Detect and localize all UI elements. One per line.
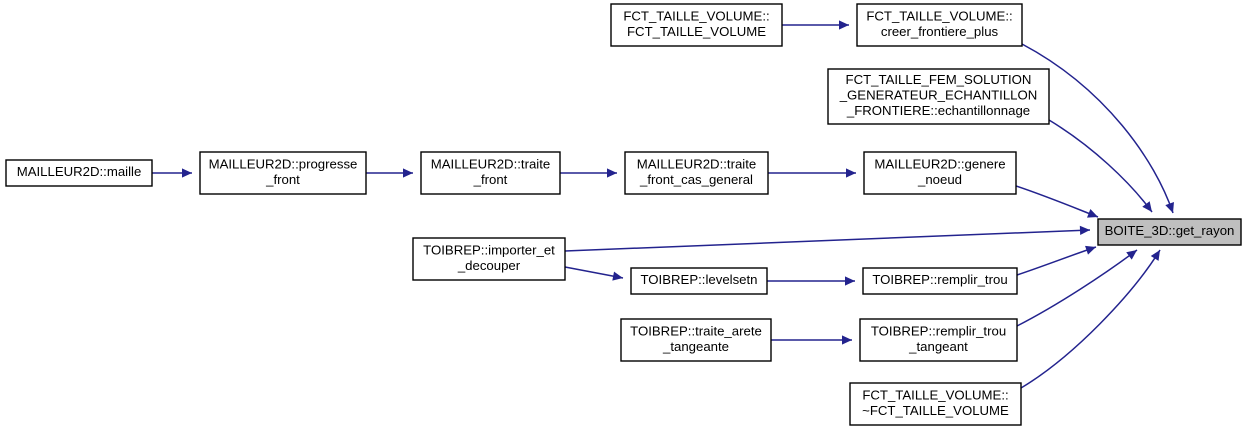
graph-node[interactable]: MAILLEUR2D::traite_front_cas_general (624, 151, 769, 195)
node-label-line: _decouper (457, 258, 521, 273)
graph-node[interactable]: MAILLEUR2D::maille (5, 159, 153, 187)
nodes-layer: MAILLEUR2D::mailleMAILLEUR2D::progresse_… (5, 3, 1242, 426)
node-label-line: ~FCT_TAILLE_VOLUME (862, 403, 1009, 418)
node-box[interactable] (859, 318, 1018, 362)
node-label: TOIBREP::remplir_trou_tangeant (871, 324, 1006, 355)
graph-node[interactable]: FCT_TAILLE_FEM_SOLUTION_GENERATEUR_ECHAN… (827, 68, 1050, 125)
call-edge (152, 168, 192, 178)
node-label: MAILLEUR2D::maille (17, 164, 142, 179)
node-box[interactable] (420, 151, 561, 195)
node-label: MAILLEUR2D::genere_noeud (874, 157, 1005, 188)
node-label: TOIBREP::importer_et_decouper (423, 243, 555, 274)
node-label-line: MAILLEUR2D::maille (17, 164, 142, 179)
graph-node[interactable]: TOIBREP::levelsetn (630, 267, 768, 295)
node-box[interactable] (630, 267, 768, 295)
node-label: MAILLEUR2D::traite_front_cas_general (637, 157, 756, 188)
graph-node[interactable]: MAILLEUR2D::traite_front (420, 151, 561, 195)
node-box[interactable] (620, 318, 772, 362)
node-label: BOITE_3D::get_rayon (1105, 223, 1235, 238)
node-label: MAILLEUR2D::progresse_front (209, 157, 358, 188)
node-box[interactable] (849, 382, 1022, 426)
node-label-line: _front_cas_general (639, 172, 753, 187)
node-label-line: TOIBREP::remplir_trou (872, 272, 1007, 287)
node-label: TOIBREP::traite_arete_tangeante (630, 324, 762, 355)
graph-node[interactable]: TOIBREP::remplir_trou (862, 267, 1018, 295)
node-label-line: FCT_TAILLE_FEM_SOLUTION (846, 72, 1032, 87)
graph-node[interactable]: FCT_TAILLE_VOLUME::FCT_TAILLE_VOLUME (610, 3, 783, 47)
call-edge (771, 335, 852, 345)
call-edge (767, 276, 855, 286)
call-edge (560, 168, 617, 178)
node-label-line: MAILLEUR2D::traite (637, 157, 756, 172)
graph-node[interactable]: FCT_TAILLE_VOLUME::creer_frontiere_plus (856, 3, 1023, 47)
node-label: FCT_TAILLE_VOLUME::~FCT_TAILLE_VOLUME (862, 388, 1009, 419)
node-box[interactable] (863, 151, 1017, 195)
node-label-line: FCT_TAILLE_VOLUME:: (866, 9, 1012, 24)
node-box[interactable] (1097, 218, 1242, 246)
node-label-line: FCT_TAILLE_VOLUME (627, 24, 766, 39)
call-edge (1048, 119, 1153, 213)
node-label-line: _noeud (917, 172, 962, 187)
graph-node[interactable]: TOIBREP::importer_et_decouper (412, 237, 566, 281)
graph-node[interactable]: TOIBREP::traite_arete_tangeante (620, 318, 772, 362)
node-label-line: MAILLEUR2D::traite (431, 157, 550, 172)
node-label: FCT_TAILLE_VOLUME::FCT_TAILLE_VOLUME (623, 9, 769, 40)
node-label-line: _front (265, 172, 300, 187)
node-label-line: _FRONTIERE::echantillonnage (846, 103, 1030, 118)
node-label-line: _GENERATEUR_ECHANTILLON (839, 88, 1038, 103)
node-label-line: TOIBREP::levelsetn (640, 272, 757, 287)
graph-node[interactable]: TOIBREP::remplir_trou_tangeant (859, 318, 1018, 362)
call-edge (564, 266, 624, 281)
node-label-line: MAILLEUR2D::genere (874, 157, 1005, 172)
call-edge (1016, 245, 1097, 276)
graph-node[interactable]: MAILLEUR2D::genere_noeud (863, 151, 1017, 195)
node-label: TOIBREP::levelsetn (640, 272, 757, 287)
node-box[interactable] (827, 68, 1050, 125)
graph-node[interactable]: FCT_TAILLE_VOLUME::~FCT_TAILLE_VOLUME (849, 382, 1022, 426)
node-label-line: TOIBREP::remplir_trou (871, 324, 1006, 339)
graph-node[interactable]: MAILLEUR2D::progresse_front (199, 151, 367, 195)
node-label: TOIBREP::remplir_trou (872, 272, 1007, 287)
node-box[interactable] (624, 151, 769, 195)
call-edge (782, 20, 849, 30)
node-label-line: _tangeante (662, 339, 729, 354)
node-box[interactable] (412, 237, 566, 281)
call-edge (768, 168, 856, 178)
node-label-line: FCT_TAILLE_VOLUME:: (623, 9, 769, 24)
call-edge (564, 225, 1091, 252)
node-box[interactable] (862, 267, 1018, 295)
node-box[interactable] (856, 3, 1023, 47)
node-box[interactable] (199, 151, 367, 195)
call-edge (1020, 249, 1161, 389)
graph-node-highlighted[interactable]: BOITE_3D::get_rayon (1097, 218, 1242, 246)
node-label-line: TOIBREP::traite_arete (630, 324, 762, 339)
node-label: FCT_TAILLE_VOLUME::creer_frontiere_plus (866, 9, 1012, 40)
node-label-line: MAILLEUR2D::progresse (209, 157, 358, 172)
node-label-line: _tangeant (908, 339, 968, 354)
node-label-line: BOITE_3D::get_rayon (1105, 223, 1235, 238)
node-label: FCT_TAILLE_FEM_SOLUTION_GENERATEUR_ECHAN… (839, 72, 1038, 118)
node-box[interactable] (610, 3, 783, 47)
call-edge (1016, 249, 1138, 327)
call-edge (366, 168, 413, 178)
edges-layer (152, 20, 1174, 389)
call-edge (1021, 43, 1174, 214)
node-label: MAILLEUR2D::traite_front (431, 157, 550, 188)
node-label-line: _front (473, 172, 508, 187)
node-label-line: FCT_TAILLE_VOLUME:: (862, 388, 1008, 403)
node-label-line: TOIBREP::importer_et (423, 243, 555, 258)
node-label-line: creer_frontiere_plus (881, 24, 999, 39)
node-box[interactable] (5, 159, 153, 187)
call-edge (1015, 185, 1099, 218)
